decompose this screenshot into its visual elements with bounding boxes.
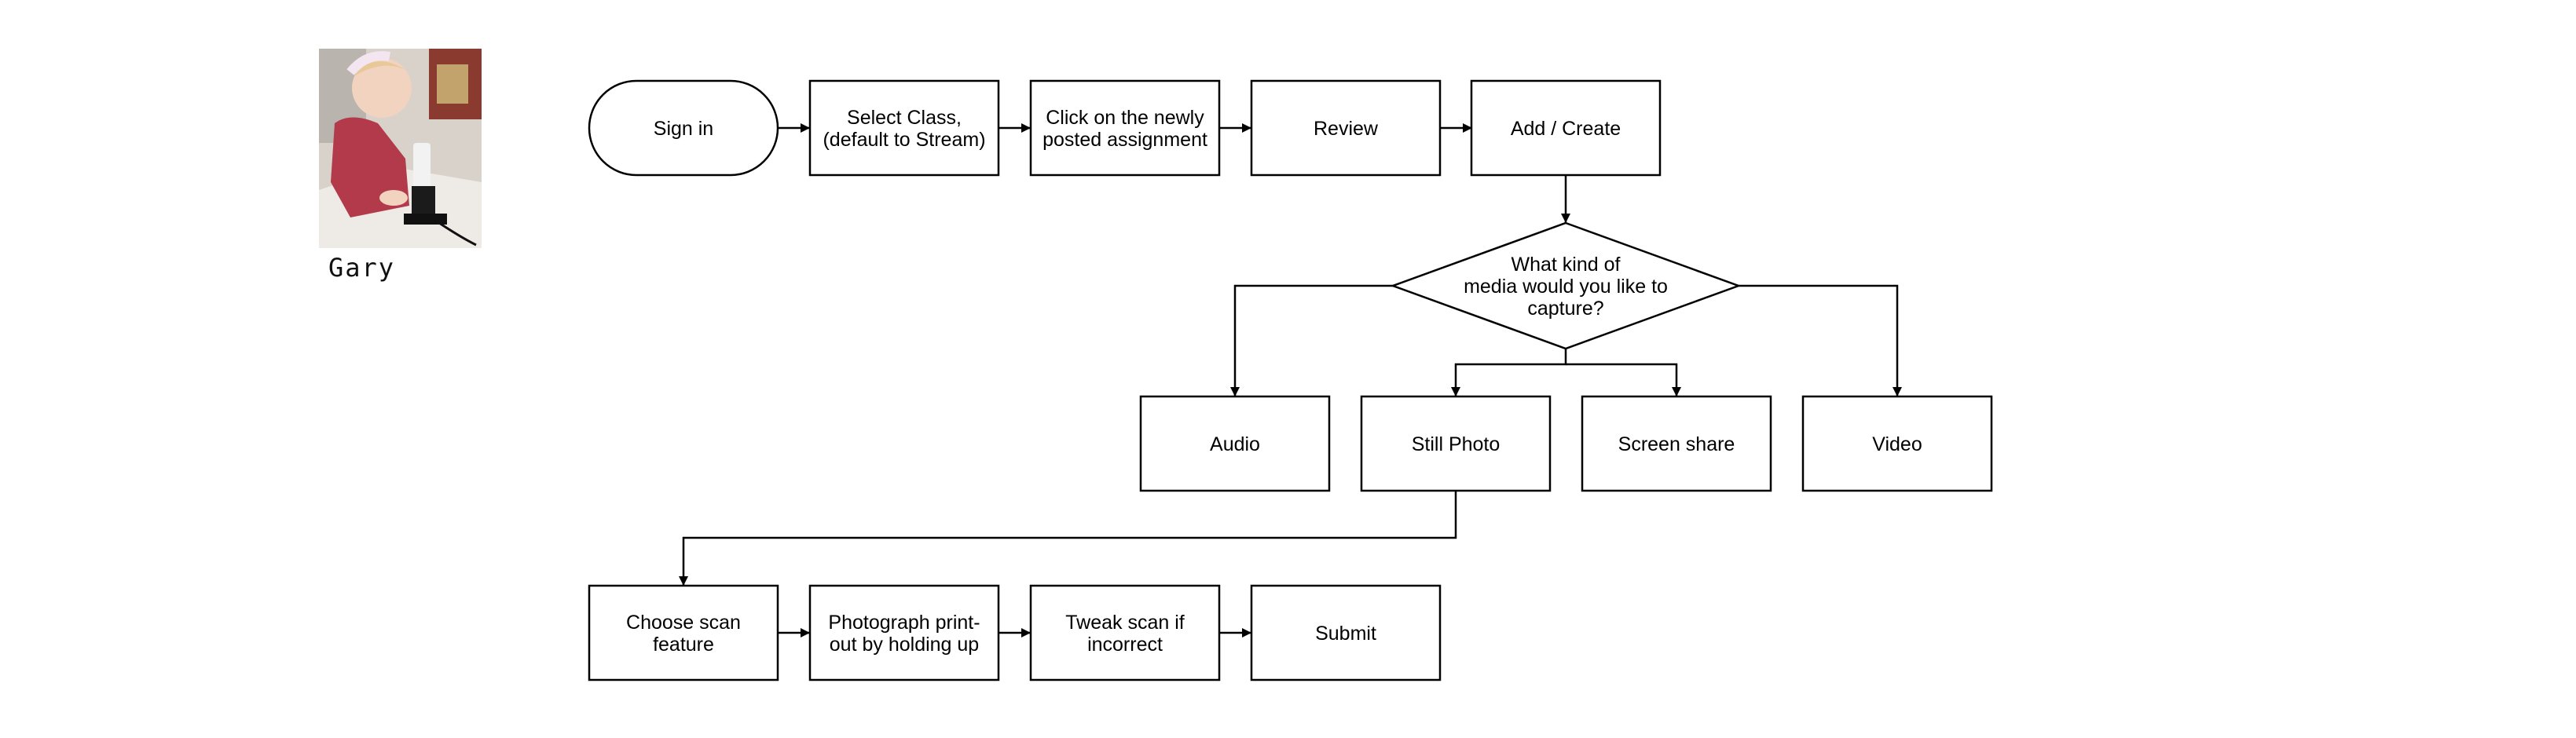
node-label-line: media would you like to xyxy=(1464,276,1668,298)
node-select-class[interactable]: Select Class,(default to Stream) xyxy=(808,79,1000,177)
node-label-line: Choose scan xyxy=(626,612,741,634)
child-with-microscope-photo-icon xyxy=(319,49,482,248)
persona-photo xyxy=(319,49,482,248)
node-label-line: Tweak scan if xyxy=(1065,612,1185,634)
svg-text:Still Photo: Still Photo xyxy=(1412,433,1501,455)
svg-text:Select Class,(default to Strea: Select Class,(default to Stream) xyxy=(823,107,985,151)
node-label-line: Sign in xyxy=(654,118,713,140)
node-submit[interactable]: Submit xyxy=(1250,584,1442,681)
node-video[interactable]: Video xyxy=(1801,395,1993,492)
node-sign-in[interactable]: Sign in xyxy=(588,79,779,177)
node-review[interactable]: Review xyxy=(1250,79,1442,177)
node-label-line: Audio xyxy=(1210,433,1260,455)
svg-text:Screen share: Screen share xyxy=(1618,433,1735,455)
node-label-line: out by holding up xyxy=(830,634,979,656)
node-label-line: posted assignment xyxy=(1042,129,1207,151)
svg-text:Add / Create: Add / Create xyxy=(1511,118,1621,140)
node-label-line: Click on the newly xyxy=(1046,107,1204,129)
node-label-line: Submit xyxy=(1315,623,1376,645)
node-photograph-printout[interactable]: Photograph print-out by holding up xyxy=(808,584,1000,681)
node-label-line: (default to Stream) xyxy=(823,129,985,151)
node-label-line: What kind of xyxy=(1512,254,1621,276)
node-screen-share[interactable]: Screen share xyxy=(1581,395,1772,492)
connector-question-to-audio xyxy=(1230,284,1393,396)
connector-question-to-video xyxy=(1739,284,1902,396)
node-still-photo[interactable]: Still Photo xyxy=(1360,395,1552,492)
node-label-line: Review xyxy=(1314,118,1379,140)
svg-text:Review: Review xyxy=(1314,118,1379,140)
connector-stillphoto-to-choosescan xyxy=(679,491,1457,586)
node-add-create[interactable]: Add / Create xyxy=(1470,79,1662,177)
node-label-line: incorrect xyxy=(1087,634,1163,656)
node-label-line: Video xyxy=(1872,433,1922,455)
node-label-line: Add / Create xyxy=(1511,118,1621,140)
node-label-line: capture? xyxy=(1527,298,1603,320)
node-label-line: feature xyxy=(653,634,714,656)
persona-name: Gary xyxy=(328,253,396,283)
svg-text:Video: Video xyxy=(1872,433,1922,455)
node-label-line: Screen share xyxy=(1618,433,1735,455)
svg-text:Photograph print-out by holdin: Photograph print-out by holding up xyxy=(828,612,980,656)
node-label-line: Still Photo xyxy=(1412,433,1501,455)
node-label-line: Photograph print- xyxy=(828,612,980,634)
svg-text:Audio: Audio xyxy=(1210,433,1260,455)
node-audio[interactable]: Audio xyxy=(1139,395,1331,492)
node-label-line: Select Class, xyxy=(847,107,962,129)
connector-question-to-stillphoto xyxy=(1451,349,1567,396)
svg-text:Sign in: Sign in xyxy=(654,118,713,140)
connector-question-to-screenshare xyxy=(1566,363,1681,396)
svg-text:Submit: Submit xyxy=(1315,623,1376,645)
